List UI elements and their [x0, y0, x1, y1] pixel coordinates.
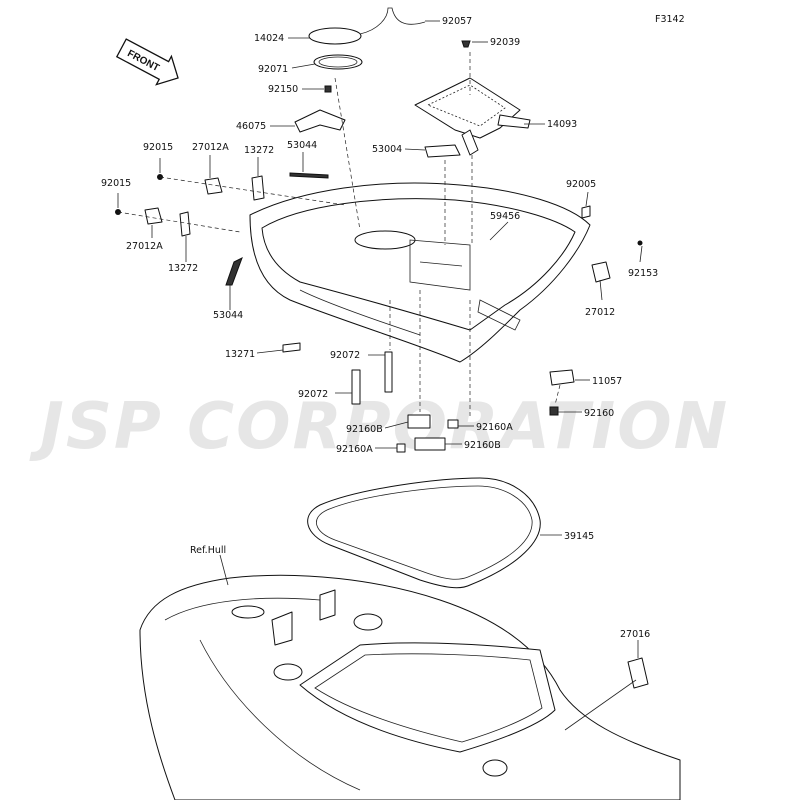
bolt-92153: [637, 240, 643, 246]
callout-27012A-lower: 27012A: [126, 241, 163, 252]
callout-27012A-top: 27012A: [192, 142, 229, 153]
bracket-46075: [294, 109, 346, 133]
callout-92153: 92153: [628, 268, 658, 279]
watermark: JSP CORPORATION: [29, 390, 729, 464]
callout-92160: 92160: [584, 408, 614, 419]
hatch-lid-14093: [414, 77, 531, 156]
plate-13271: [282, 342, 301, 353]
pad-92160B-a: [407, 414, 431, 429]
strip-53044-lower: [225, 256, 243, 286]
callout-27012: 27012: [585, 307, 615, 318]
ref-hull-label: Ref.Hull: [190, 545, 226, 556]
hull: [139, 574, 681, 800]
callout-92072-lower: 92072: [298, 389, 328, 400]
callout-46075: 46075: [236, 121, 266, 132]
callout-92160A-upper: 92160A: [476, 422, 513, 433]
pad-92160A-b: [396, 443, 406, 453]
callout-13271: 13271: [225, 349, 255, 360]
callout-92160B-lower: 92160B: [464, 440, 501, 451]
lid-14024: [308, 27, 362, 45]
callout-92005: 92005: [566, 179, 596, 190]
callout-14093: 14093: [547, 119, 577, 130]
callout-39145: 39145: [564, 531, 594, 542]
pad-92160B-b: [414, 437, 446, 451]
callout-92160B-upper: 92160B: [346, 424, 383, 435]
plate-13272-top: [251, 175, 265, 201]
screw-92039: [461, 40, 471, 48]
strip-53044-top: [289, 172, 329, 179]
hinge-27012A-top: [204, 177, 223, 195]
plate-13272-lower: [179, 211, 191, 237]
cord-92057: [359, 7, 426, 35]
bolt-92150: [324, 85, 332, 93]
figure-code: F3142: [655, 14, 685, 25]
callout-13272-top: 13272: [244, 145, 274, 156]
nut-92160: [549, 406, 559, 416]
pad-53004: [424, 144, 461, 158]
callout-27016: 27016: [620, 629, 650, 640]
callout-92150: 92150: [268, 84, 298, 95]
callout-92072-upper: 92072: [330, 350, 360, 361]
callout-53044-lower: 53044: [213, 310, 243, 321]
strap-92072-lower: [351, 369, 361, 405]
hinge-27012: [591, 261, 611, 283]
strap-92072-upper: [384, 351, 393, 393]
callout-92015-lower: 92015: [101, 178, 131, 189]
callout-92071: 92071: [258, 64, 288, 75]
callout-53004: 53004: [372, 144, 402, 155]
bracket-27016: [627, 657, 649, 689]
latch-11057: [549, 369, 575, 386]
hinge-27012A-lower: [144, 207, 163, 225]
callout-53044-top: 53044: [287, 140, 317, 151]
leader-lines: [117, 20, 643, 658]
bolt-92005: [581, 205, 591, 219]
callout-14024: 14024: [254, 33, 284, 44]
callout-59456: 59456: [490, 211, 520, 222]
callout-92015-top: 92015: [143, 142, 173, 153]
front-arrow-icon: FRONT: [115, 38, 179, 86]
callout-92039: 92039: [490, 37, 520, 48]
callout-11057: 11057: [592, 376, 622, 387]
storage-deck-59456: [249, 182, 591, 363]
callout-13272-lower: 13272: [168, 263, 198, 274]
callout-92057: 92057: [442, 16, 472, 27]
seal-39145: [307, 477, 541, 589]
callout-92160A-lower: 92160A: [336, 444, 373, 455]
pad-92160A-a: [447, 419, 459, 429]
